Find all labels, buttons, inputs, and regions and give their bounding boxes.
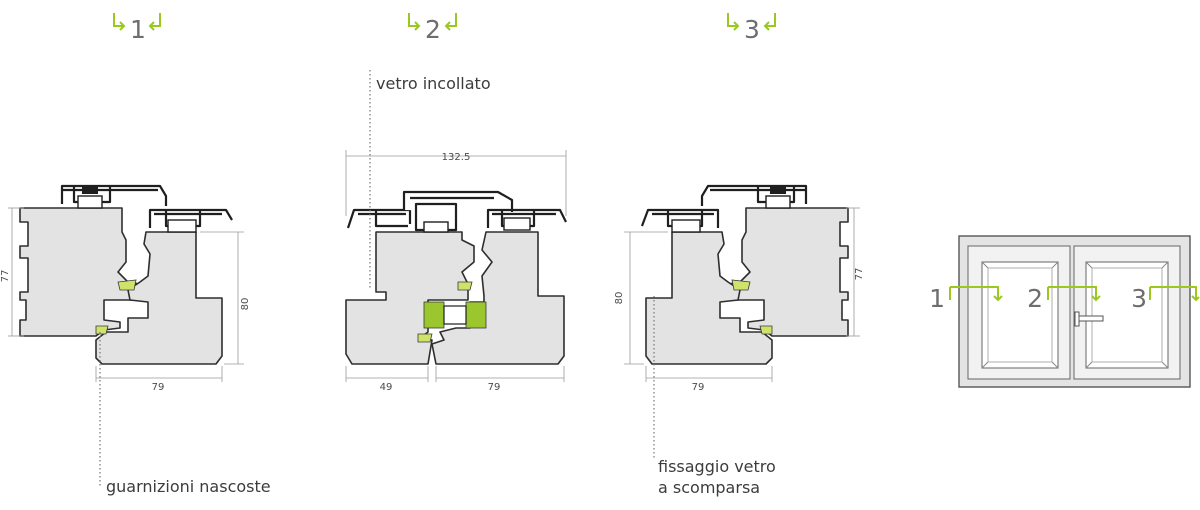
right-glass: [1085, 261, 1169, 369]
hidden-gasket: [731, 279, 751, 291]
section-marker-icon: [727, 13, 776, 27]
fixing-block: [423, 221, 449, 233]
glued-glass-block: [423, 301, 445, 329]
fixing-block: [671, 219, 701, 233]
section-arrow-icon: [119, 21, 155, 31]
dimension-label: 132.5: [442, 152, 471, 163]
aluminium-cover-right: [486, 208, 567, 228]
dimension-label: 79: [152, 382, 165, 393]
caption-concealed-fixing-line1: fissaggio vetro: [658, 457, 776, 476]
section-header-3: 3: [727, 13, 776, 44]
section-header-1: 1: [113, 13, 161, 44]
dimension-label: 77: [854, 268, 865, 281]
section-cut-marker-icon: [949, 286, 1003, 302]
aluminium-clip: [770, 186, 786, 194]
dimension-label: 77: [0, 270, 11, 283]
dimension-label: 49: [380, 382, 393, 393]
sash-profile: [95, 231, 223, 365]
section-marker-icon: [113, 13, 161, 27]
window-elevation: 1 2 3: [929, 235, 1200, 388]
section-header-2: 2: [408, 13, 457, 44]
aluminium-clip: [82, 186, 98, 194]
elevation-marker-label: 1: [929, 284, 945, 313]
elevation-marker-label: 3: [1131, 284, 1147, 313]
section-marker-icon: [408, 13, 457, 27]
fixing-block: [503, 217, 531, 231]
dimension-label: 79: [488, 382, 501, 393]
hidden-gasket: [457, 281, 473, 291]
glued-glass-block: [465, 301, 487, 329]
fixing-block: [765, 195, 791, 209]
dimension-label: 79: [692, 382, 705, 393]
right-sash-profile: [431, 231, 565, 365]
aluminium-cover-left: [346, 208, 412, 229]
glass-spacer: [443, 305, 467, 325]
handle-icon: [1074, 311, 1080, 327]
fixing-block: [77, 195, 103, 209]
hidden-gasket: [117, 279, 137, 291]
hidden-gasket: [759, 325, 773, 335]
caption-concealed-fixing-line2: a scomparsa: [658, 478, 760, 497]
sash-profile: [645, 231, 773, 365]
aluminium-cover-frame: [700, 184, 808, 206]
frame-profile: [727, 207, 849, 337]
section-number: 3: [744, 15, 760, 44]
section-arrow-icon: [733, 21, 770, 31]
hidden-gasket: [417, 333, 433, 343]
fixing-block: [167, 219, 197, 233]
dimension-label: 80: [240, 298, 251, 311]
section-number: 1: [130, 15, 146, 44]
section-2-drawing: 132.5 49 79: [345, 70, 567, 393]
glass-bevel-lines: [981, 261, 1169, 369]
aluminium-cover-sash: [640, 208, 720, 228]
hidden-gasket: [95, 325, 109, 335]
caption-glued-glass: vetro incollato: [376, 74, 491, 93]
caption-hidden-gaskets: guarnizioni nascoste: [106, 477, 271, 496]
dimension-label: 80: [614, 292, 625, 305]
section-cut-marker-icon: [1047, 286, 1101, 302]
frame-profile: [19, 207, 141, 337]
handle-lever: [1078, 315, 1104, 322]
left-glass: [981, 261, 1059, 369]
section-3-drawing: 80 77 79: [614, 184, 865, 458]
aluminium-cover-center: [402, 190, 514, 232]
section-number: 2: [425, 15, 441, 44]
elevation-marker-label: 2: [1027, 284, 1043, 313]
section-cut-marker-icon: [1149, 286, 1200, 302]
section-1-drawing: 77 80 79: [0, 184, 251, 488]
section-arrow-icon: [414, 21, 451, 31]
